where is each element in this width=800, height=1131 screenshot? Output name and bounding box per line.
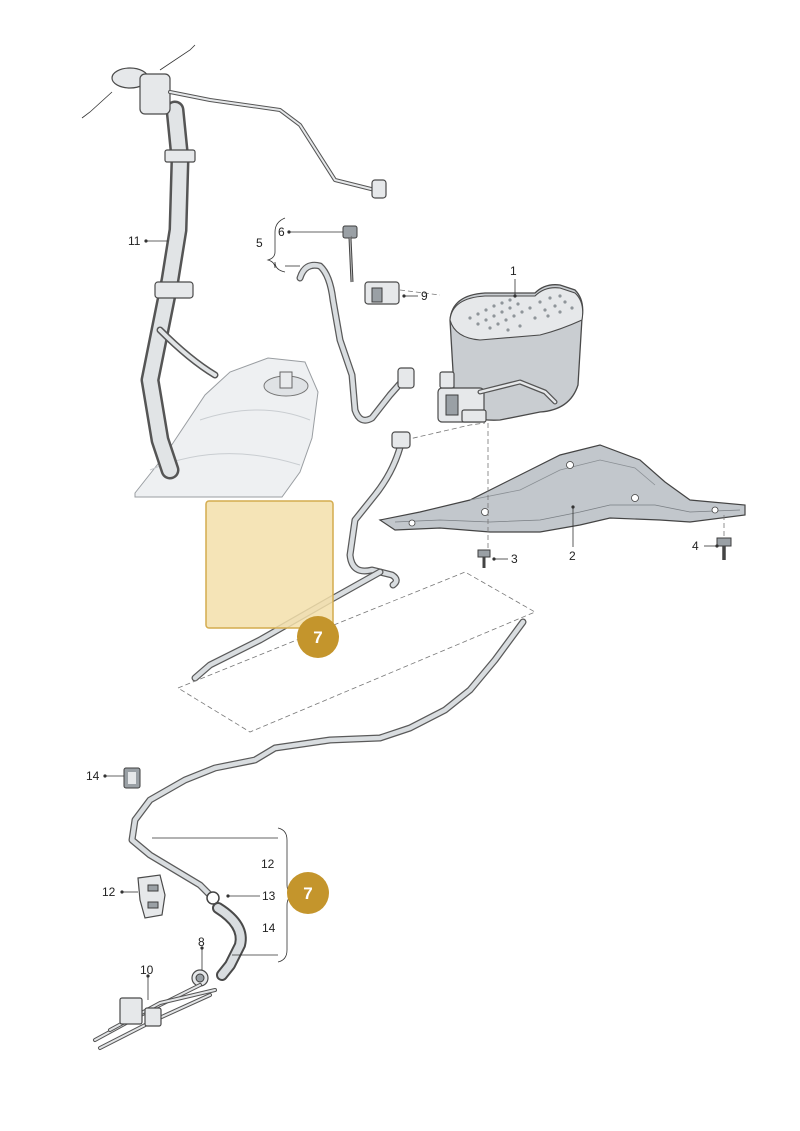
- callout-4: 4: [692, 539, 699, 553]
- badge-7-bottom-label: 7: [303, 884, 312, 903]
- canister-grid-pattern: [468, 294, 574, 332]
- callout-2: 2: [569, 549, 576, 563]
- alignment-lines: [349, 235, 725, 550]
- badge-7-top[interactable]: 7: [297, 616, 339, 658]
- bolt-4: [716, 537, 732, 560]
- bolt-3: [477, 549, 491, 568]
- callout-14-left: 14: [86, 769, 100, 783]
- fuel-tank: [134, 357, 319, 498]
- leader-dots: [103, 230, 719, 978]
- callout-12-left: 12: [102, 885, 116, 899]
- callout-3: 3: [511, 552, 518, 566]
- charcoal-canister: [437, 284, 584, 423]
- callout-8: 8: [198, 935, 205, 949]
- vent-hose-upper: [296, 225, 415, 424]
- callout-10: 10: [140, 963, 154, 977]
- callout-12-right: 12: [261, 857, 275, 871]
- filler-neck: [81, 44, 387, 480]
- callout-6: 6: [278, 225, 285, 239]
- callout-9: 9: [421, 289, 428, 303]
- badge-7-top-label: 7: [313, 628, 322, 647]
- bracket-12: [137, 874, 166, 919]
- leader-lines: [105, 217, 717, 1000]
- clip-14: [123, 767, 141, 789]
- callout-11: 11: [128, 234, 141, 248]
- fuel-lines-10: [93, 983, 217, 1050]
- badge-7-bottom[interactable]: 7: [287, 872, 329, 914]
- highlight-box: [205, 500, 334, 629]
- main-vent-hose: [128, 618, 527, 981]
- heat-shield-bracket: [378, 444, 746, 533]
- callout-13: 13: [262, 889, 276, 903]
- callout-1: 1: [510, 264, 517, 278]
- callout-14-right: 14: [262, 921, 276, 935]
- vent-hose-middle: [191, 431, 411, 682]
- callout-5: 5: [256, 236, 263, 250]
